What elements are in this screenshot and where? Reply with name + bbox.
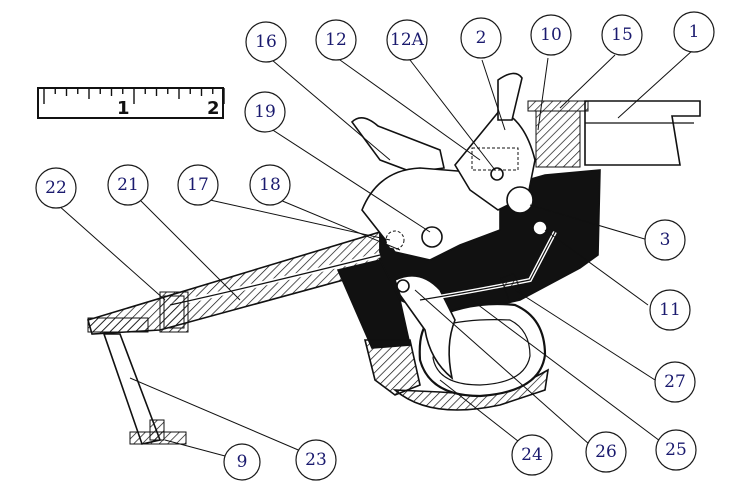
callout-1: 1 <box>673 11 715 53</box>
callout-11: 11 <box>649 289 691 331</box>
svg-text:19: 19 <box>254 102 276 122</box>
svg-text:9: 9 <box>237 452 248 472</box>
svg-text:2: 2 <box>476 28 487 48</box>
tension-screw <box>87 291 189 445</box>
svg-text:15: 15 <box>611 25 633 45</box>
svg-text:25: 25 <box>665 440 687 460</box>
callout-17: 17 <box>177 164 219 206</box>
callout-19: 19 <box>244 91 286 133</box>
callout-9: 9 <box>223 443 261 481</box>
trigger <box>394 274 456 381</box>
callout-16: 16 <box>245 21 287 63</box>
callout-12: 12 <box>315 19 357 61</box>
scale-ruler: 1 2 <box>37 87 225 119</box>
callout-15: 15 <box>601 14 643 56</box>
svg-text:17: 17 <box>187 175 209 195</box>
callout-26: 26 <box>585 431 627 473</box>
svg-text:26: 26 <box>595 442 617 462</box>
callout-10: 10 <box>530 14 572 56</box>
svg-text:1: 1 <box>689 22 700 42</box>
callout-2: 2 <box>460 17 502 59</box>
breech-block <box>454 72 548 236</box>
svg-text:12: 12 <box>325 30 347 50</box>
callout-22: 22 <box>35 167 77 209</box>
svg-text:22: 22 <box>45 178 67 198</box>
svg-text:21: 21 <box>117 175 139 195</box>
svg-text:27: 27 <box>664 372 686 392</box>
leader-lines <box>57 49 694 461</box>
svg-text:16: 16 <box>255 32 277 52</box>
callout-25: 25 <box>655 429 697 471</box>
callout-21: 21 <box>107 164 149 206</box>
svg-text:10: 10 <box>540 25 562 45</box>
svg-text:24: 24 <box>521 445 543 465</box>
callout-24: 24 <box>511 434 553 476</box>
ruler-mark-1: 1 <box>117 98 130 119</box>
callout-3: 3 <box>644 219 686 261</box>
svg-text:3: 3 <box>660 230 671 250</box>
svg-text:23: 23 <box>305 450 327 470</box>
barrel <box>527 100 701 168</box>
ruler-mark-2: 2 <box>207 98 220 119</box>
callout-18: 18 <box>249 164 291 206</box>
hammer <box>350 117 501 261</box>
callout-12A: 12A <box>386 19 428 61</box>
svg-text:18: 18 <box>259 175 281 195</box>
springs <box>169 231 557 308</box>
callout-23: 23 <box>295 439 337 481</box>
callout-27: 27 <box>654 361 696 403</box>
svg-text:11: 11 <box>659 300 681 320</box>
svg-text:12A: 12A <box>390 30 425 50</box>
